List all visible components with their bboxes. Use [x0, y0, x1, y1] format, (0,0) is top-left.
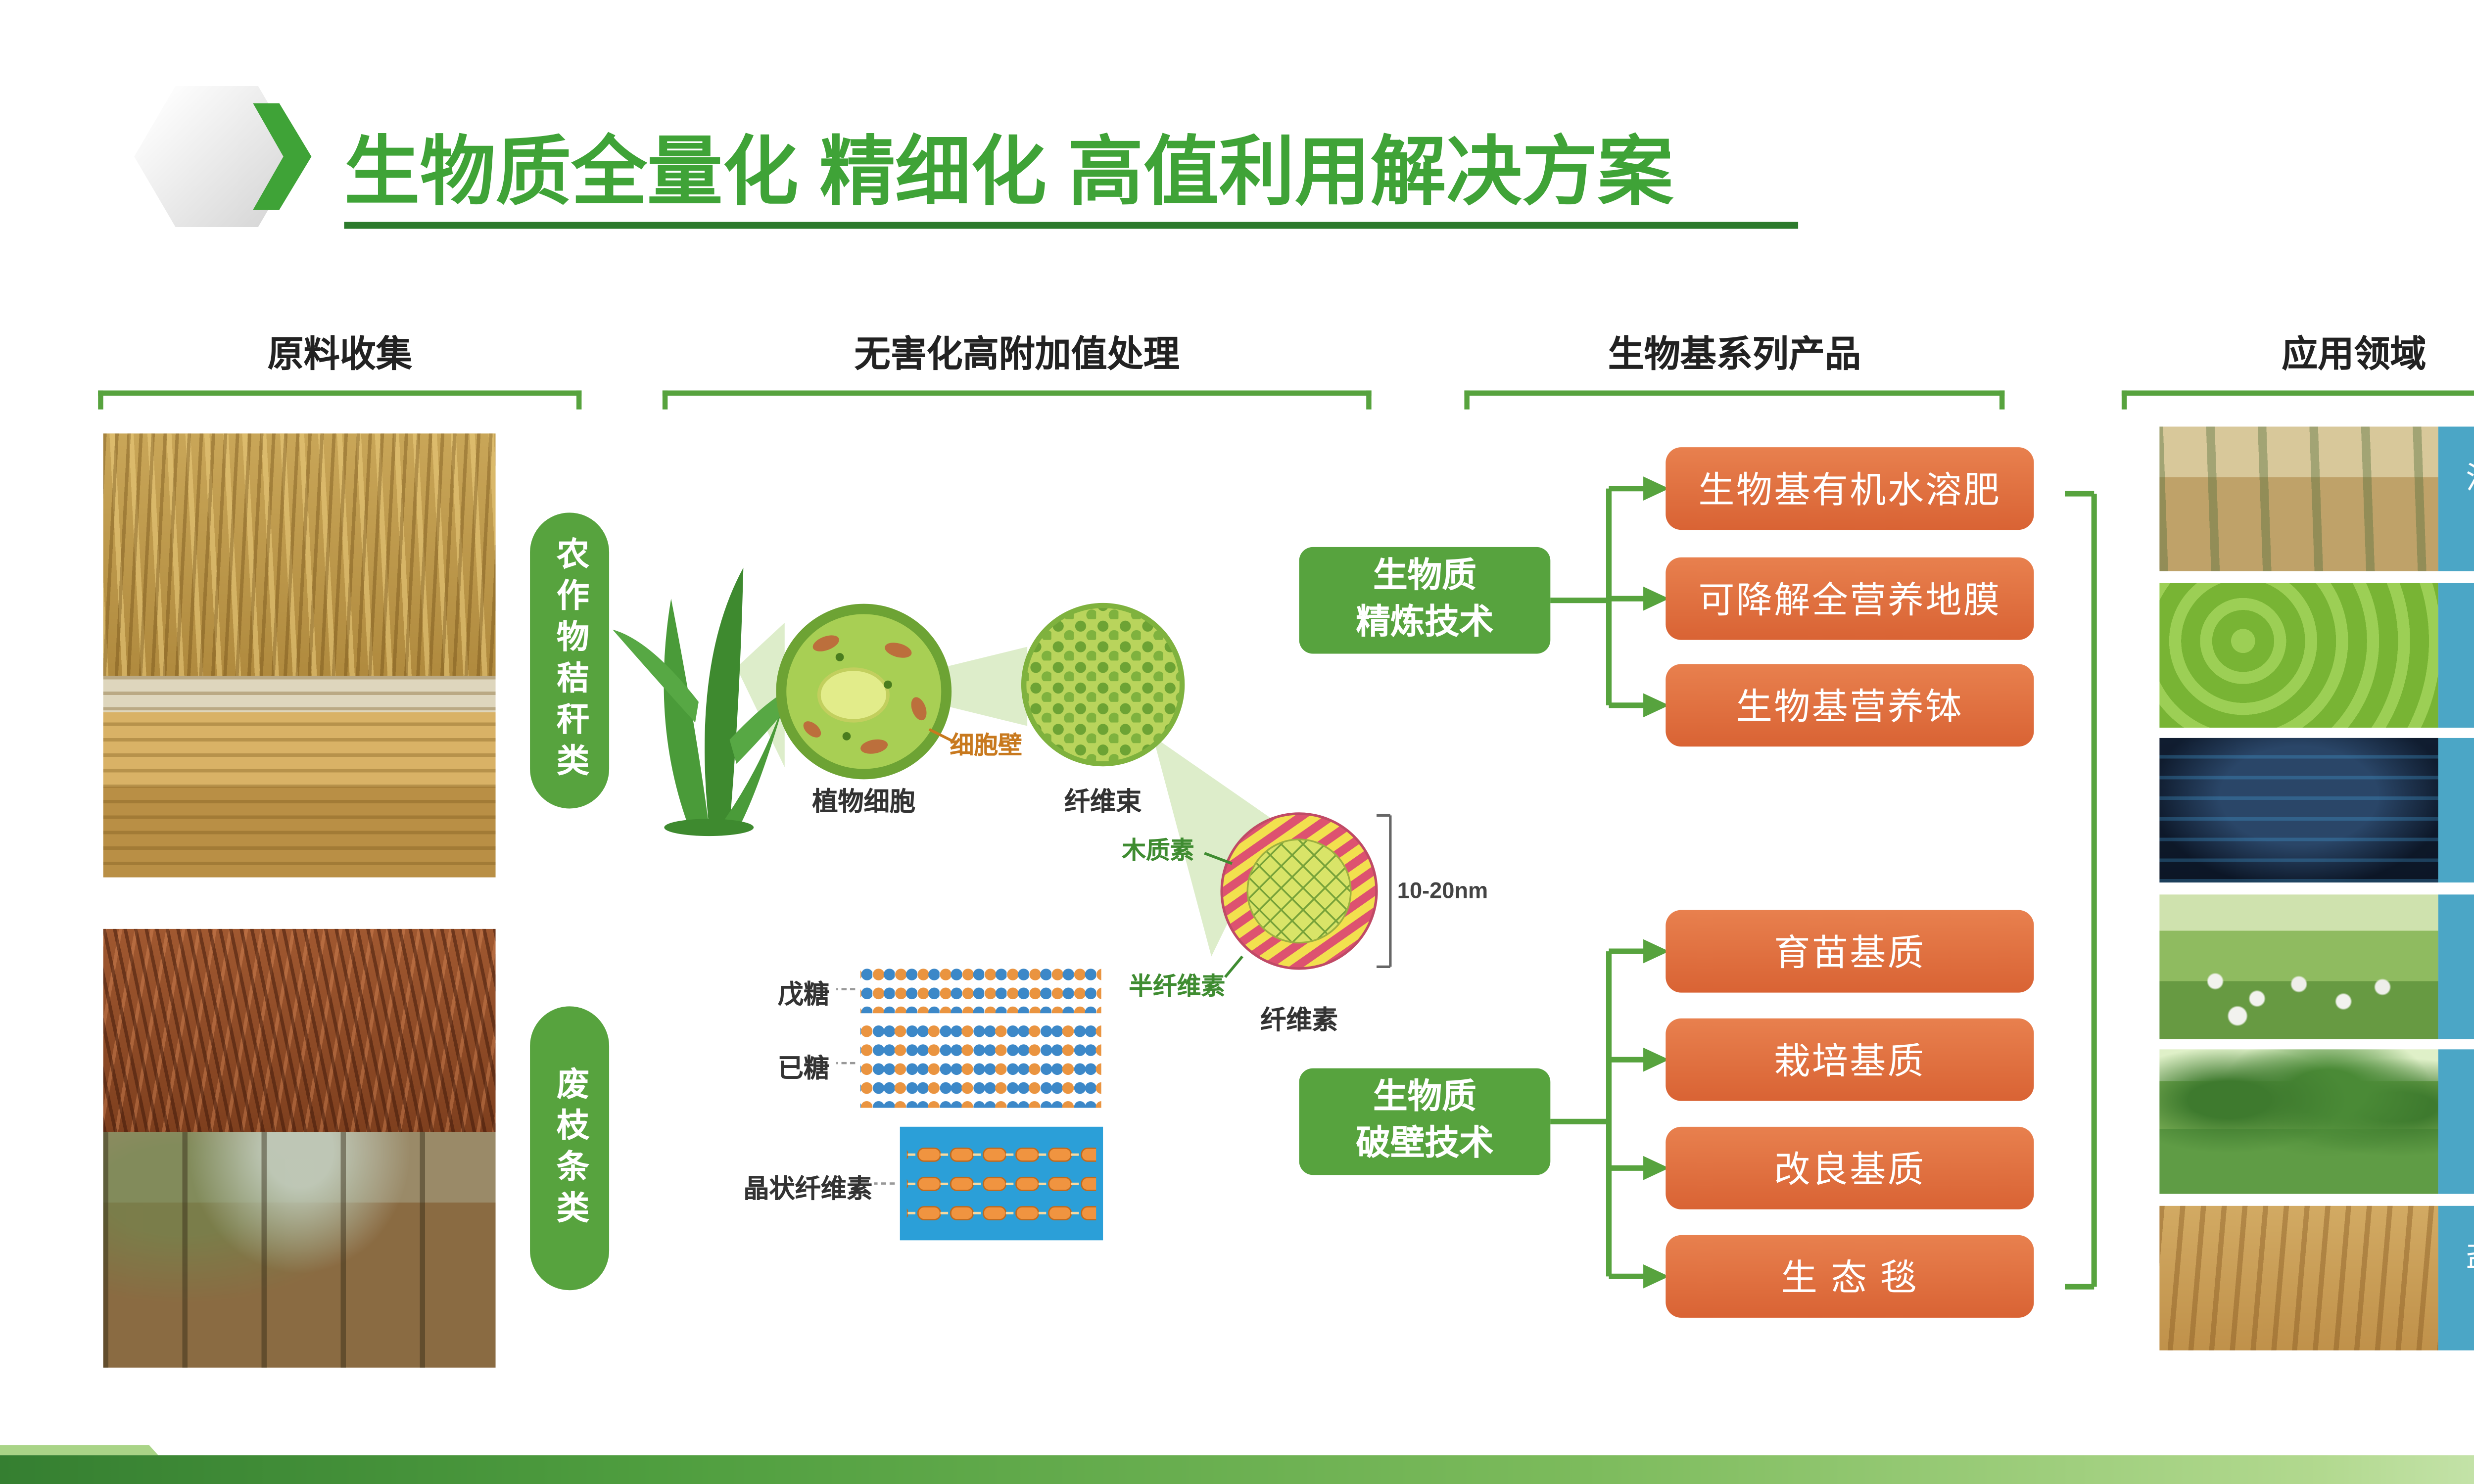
- bracket-collection: [98, 390, 582, 410]
- agri-data-photo: [2159, 738, 2438, 883]
- landscaping-photo: [2159, 1049, 2438, 1194]
- fertility-photo: [2159, 582, 2438, 727]
- cell-wall-label: 细胞壁: [950, 731, 1022, 759]
- application-label: 园林 绿化: [2438, 1049, 2474, 1194]
- crystalline-cellulose-label: 晶状纤维素: [743, 1175, 873, 1205]
- hexose-label: 已糖: [777, 1054, 830, 1084]
- bracket-processing: [662, 390, 1372, 410]
- orchard-vines-photo: [103, 1132, 496, 1368]
- hexose-chain-illustration: [860, 1021, 1101, 1108]
- bottom-ribbon: [0, 1454, 2474, 1484]
- product-nutrition-pot: 生物基营养钵: [1665, 664, 2034, 747]
- beam-cell-to-bundle: [943, 647, 1028, 726]
- application-row: 畜牧 养殖: [2159, 893, 2474, 1038]
- pentose-chain-illustration: [860, 963, 1101, 1014]
- category-waste-branches: 废枝条类: [530, 1006, 610, 1291]
- application-label: 农业 数据: [2438, 738, 2474, 883]
- size-label: 10-20nm: [1397, 877, 1488, 903]
- wall-breaking-technology-box: 生物质 破壁技术: [1299, 1068, 1551, 1175]
- application-row: 园林 绿化: [2159, 1049, 2474, 1194]
- product-degradable-mulch-film: 可降解全营养地膜: [1665, 557, 2034, 640]
- desert-control-photo: [2159, 426, 2438, 571]
- corn-stalks-photo: [103, 433, 496, 676]
- product-cultivation-substrate: 栽培基质: [1665, 1018, 2034, 1101]
- cellulose-label: 纤维素: [1260, 1006, 1338, 1036]
- application-row: 农业 数据: [2159, 738, 2474, 883]
- application-row: 盐碱地 改良: [2159, 1205, 2474, 1350]
- application-row: 肥力 提升: [2159, 582, 2474, 727]
- applications-list: 沙漠化 治理 肥力 提升 农业 数据 畜牧 养殖 园林 绿化 盐碱地 改良: [2159, 426, 2474, 1360]
- page-title: 生物质全量化 精细化 高值利用解决方案: [344, 131, 1673, 215]
- product-improved-substrate: 改良基质: [1665, 1126, 2034, 1209]
- application-label: 沙漠化 治理: [2438, 426, 2474, 571]
- product-seedling-substrate: 育苗基质: [1665, 910, 2034, 993]
- title-underline: [344, 222, 1799, 229]
- sugar-leader-lines: [836, 988, 895, 1185]
- crystalline-cellulose-illustration: [900, 1126, 1103, 1241]
- plant-cell-illustration: [776, 603, 952, 780]
- section-header-processing: 无害化高附加值处理: [854, 335, 1180, 375]
- waste-branches-photo: [103, 928, 496, 1132]
- lignin-leader-line: [1204, 852, 1233, 865]
- application-label: 畜牧 养殖: [2438, 893, 2474, 1038]
- category-crop-straw: 农作物秸秆类: [530, 512, 610, 809]
- bracket-products: [1464, 390, 2005, 410]
- refining-technology-box: 生物质 精炼技术: [1299, 547, 1551, 654]
- pentose-label: 戊糖: [777, 980, 830, 1010]
- section-header-products: 生物基系列产品: [1608, 335, 1861, 375]
- application-label: 盐碱地 改良: [2438, 1205, 2474, 1350]
- straw-bales-photo: [103, 676, 496, 878]
- size-measure-bracket: [1377, 814, 1392, 968]
- hemicellulose-label: 半纤维素: [1129, 972, 1226, 1000]
- lignin-label: 木质素: [1122, 836, 1194, 864]
- section-header-collection: 原料收集: [267, 335, 412, 375]
- product-water-soluble-fertilizer: 生物基有机水溶肥: [1665, 447, 2034, 530]
- hemicellulose-leader-line: [1224, 955, 1243, 978]
- livestock-photo: [2159, 893, 2438, 1038]
- bracket-applications: [2121, 390, 2474, 410]
- microfibril-illustration: [1220, 812, 1378, 970]
- saline-soil-photo: [2159, 1205, 2438, 1350]
- application-label: 肥力 提升: [2438, 582, 2474, 727]
- plant-cell-label: 植物细胞: [812, 788, 916, 817]
- fiber-bundle-label: 纤维束: [1064, 788, 1142, 817]
- application-row: 沙漠化 治理: [2159, 426, 2474, 571]
- product-eco-blanket: 生 态 毯: [1665, 1235, 2034, 1318]
- ribbon-accent-left: [0, 1444, 158, 1455]
- fiber-bundle-illustration: [1021, 603, 1185, 767]
- section-header-applications: 应用领域: [2282, 335, 2426, 375]
- beam-plant-to-cell: [736, 622, 785, 767]
